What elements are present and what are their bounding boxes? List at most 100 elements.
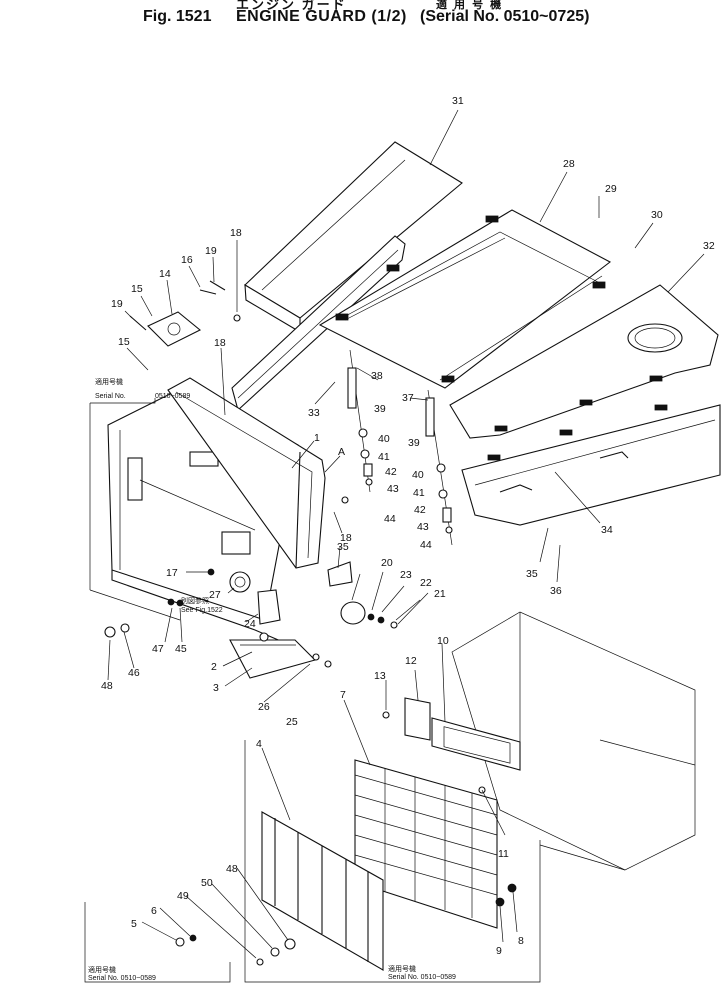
part-25: 25: [286, 716, 298, 728]
part-6: 6: [151, 905, 157, 917]
part-18-mid: 18: [214, 337, 226, 349]
part-43-left: 43: [387, 483, 399, 495]
ref-a: A: [338, 446, 345, 458]
radiator-housing: [451, 611, 696, 871]
part-39-right: 39: [408, 437, 420, 449]
part-32: 32: [703, 240, 715, 252]
serial-note-upper-label: Serial No.: [95, 393, 126, 400]
figure-title: ENGINE GUARD (1/2): [236, 8, 407, 25]
bolts-lower: [175, 711, 517, 966]
floor-plate-3: [229, 639, 317, 679]
japanese-title: エンジン ガード: [236, 0, 347, 12]
part-38: 38: [371, 370, 383, 382]
part-23: 23: [400, 569, 412, 581]
figure-number: Fig. 1521: [143, 8, 212, 25]
cover-31: [244, 141, 463, 333]
see-fig-note: See Fig.1522: [181, 607, 223, 614]
part-28: 28: [563, 158, 575, 170]
part-36: 36: [550, 585, 562, 597]
part-37: 37: [402, 392, 414, 404]
part-50: 50: [201, 877, 213, 889]
serial-note-lower-right: Serial No. 0510~0589: [388, 974, 456, 981]
part-42-right: 42: [414, 504, 426, 516]
part-47: 47: [152, 643, 164, 655]
part-33: 33: [308, 407, 320, 419]
serial-box-upper: [89, 398, 181, 621]
part-4: 4: [256, 738, 262, 750]
part-46: 46: [128, 667, 140, 679]
part-24: 24: [244, 618, 256, 630]
part-35-mid: 35: [337, 541, 349, 553]
serial-note-lower-left-jp: 適用号機: [88, 965, 116, 974]
part-44-left: 44: [384, 513, 396, 525]
serial-box-lower-right: [244, 740, 541, 983]
part-5: 5: [131, 918, 137, 930]
part-21: 21: [434, 588, 446, 600]
serial-note-upper-range: 0510~0589: [155, 393, 190, 400]
part-40-left: 40: [378, 433, 390, 445]
part-15-top: 15: [131, 283, 143, 295]
see-fig-jp: 別図参照: [181, 596, 209, 605]
side-cover-34: [461, 404, 721, 526]
part-29: 29: [605, 183, 617, 195]
part-19-left: 19: [111, 298, 123, 310]
part-35-right: 35: [526, 568, 538, 580]
latch-35: [327, 561, 353, 587]
part-11: 11: [498, 848, 509, 860]
part-43-right: 43: [417, 521, 429, 533]
plate-27: [229, 571, 251, 593]
part-9: 9: [496, 945, 502, 957]
part-42-left: 42: [385, 466, 397, 478]
serial-note-lower-right-jp: 適用号機: [388, 964, 416, 973]
nameplate-10: [431, 717, 521, 771]
part-30: 30: [651, 209, 663, 221]
serial-range: (Serial No. 0510~0725): [420, 8, 590, 25]
part-7: 7: [340, 689, 346, 701]
part-15-left: 15: [118, 336, 130, 348]
part-48-left: 48: [101, 680, 113, 692]
plate-12: [404, 697, 431, 741]
top-cover-28: [318, 209, 612, 389]
part-18-right: 18: [340, 532, 352, 544]
japanese-serial-heading: 適 用 号 機: [436, 0, 504, 11]
part-8-right: 8: [518, 935, 524, 947]
small-fasteners: [104, 314, 398, 668]
seal-frame-1: [167, 377, 326, 569]
spring-stack-left: [347, 349, 373, 493]
grille-4: [261, 811, 384, 971]
cover-panel-33: [231, 235, 406, 412]
part-16: 16: [181, 254, 193, 266]
part-31: 31: [452, 95, 464, 107]
part-17: 17: [166, 567, 178, 579]
part-41-left: 41: [378, 451, 390, 463]
serial-note-lower-left: Serial No. 0510~0589: [88, 975, 156, 982]
part-34: 34: [601, 524, 613, 536]
part-44-right: 44: [420, 539, 432, 551]
part-12: 12: [405, 655, 417, 667]
disc-20: [340, 601, 366, 625]
part-48-lower: 48: [226, 863, 238, 875]
pins-16-19: [129, 280, 226, 331]
part-26: 26: [258, 701, 270, 713]
grille-7: [354, 759, 498, 929]
part-41-right: 41: [413, 487, 425, 499]
bracket-24: [257, 589, 281, 625]
hinge-14: [147, 311, 202, 347]
part-20: 20: [381, 557, 393, 569]
part-3: 3: [213, 682, 219, 694]
part-10: 10: [437, 635, 449, 647]
part-14: 14: [159, 268, 171, 280]
spring-stack-right: [425, 389, 453, 546]
part-2: 2: [211, 661, 217, 673]
part-1: 1: [314, 432, 320, 444]
part-18-top: 18: [230, 227, 242, 239]
part-13: 13: [374, 670, 386, 682]
part-49: 49: [177, 890, 189, 902]
side-cover-32: [449, 284, 719, 439]
serial-note-upper-jp: 適用号機: [95, 377, 123, 386]
part-22: 22: [420, 577, 432, 589]
serial-box-lower-left: [84, 902, 231, 983]
part-45: 45: [175, 643, 187, 655]
part-19-top: 19: [205, 245, 217, 257]
